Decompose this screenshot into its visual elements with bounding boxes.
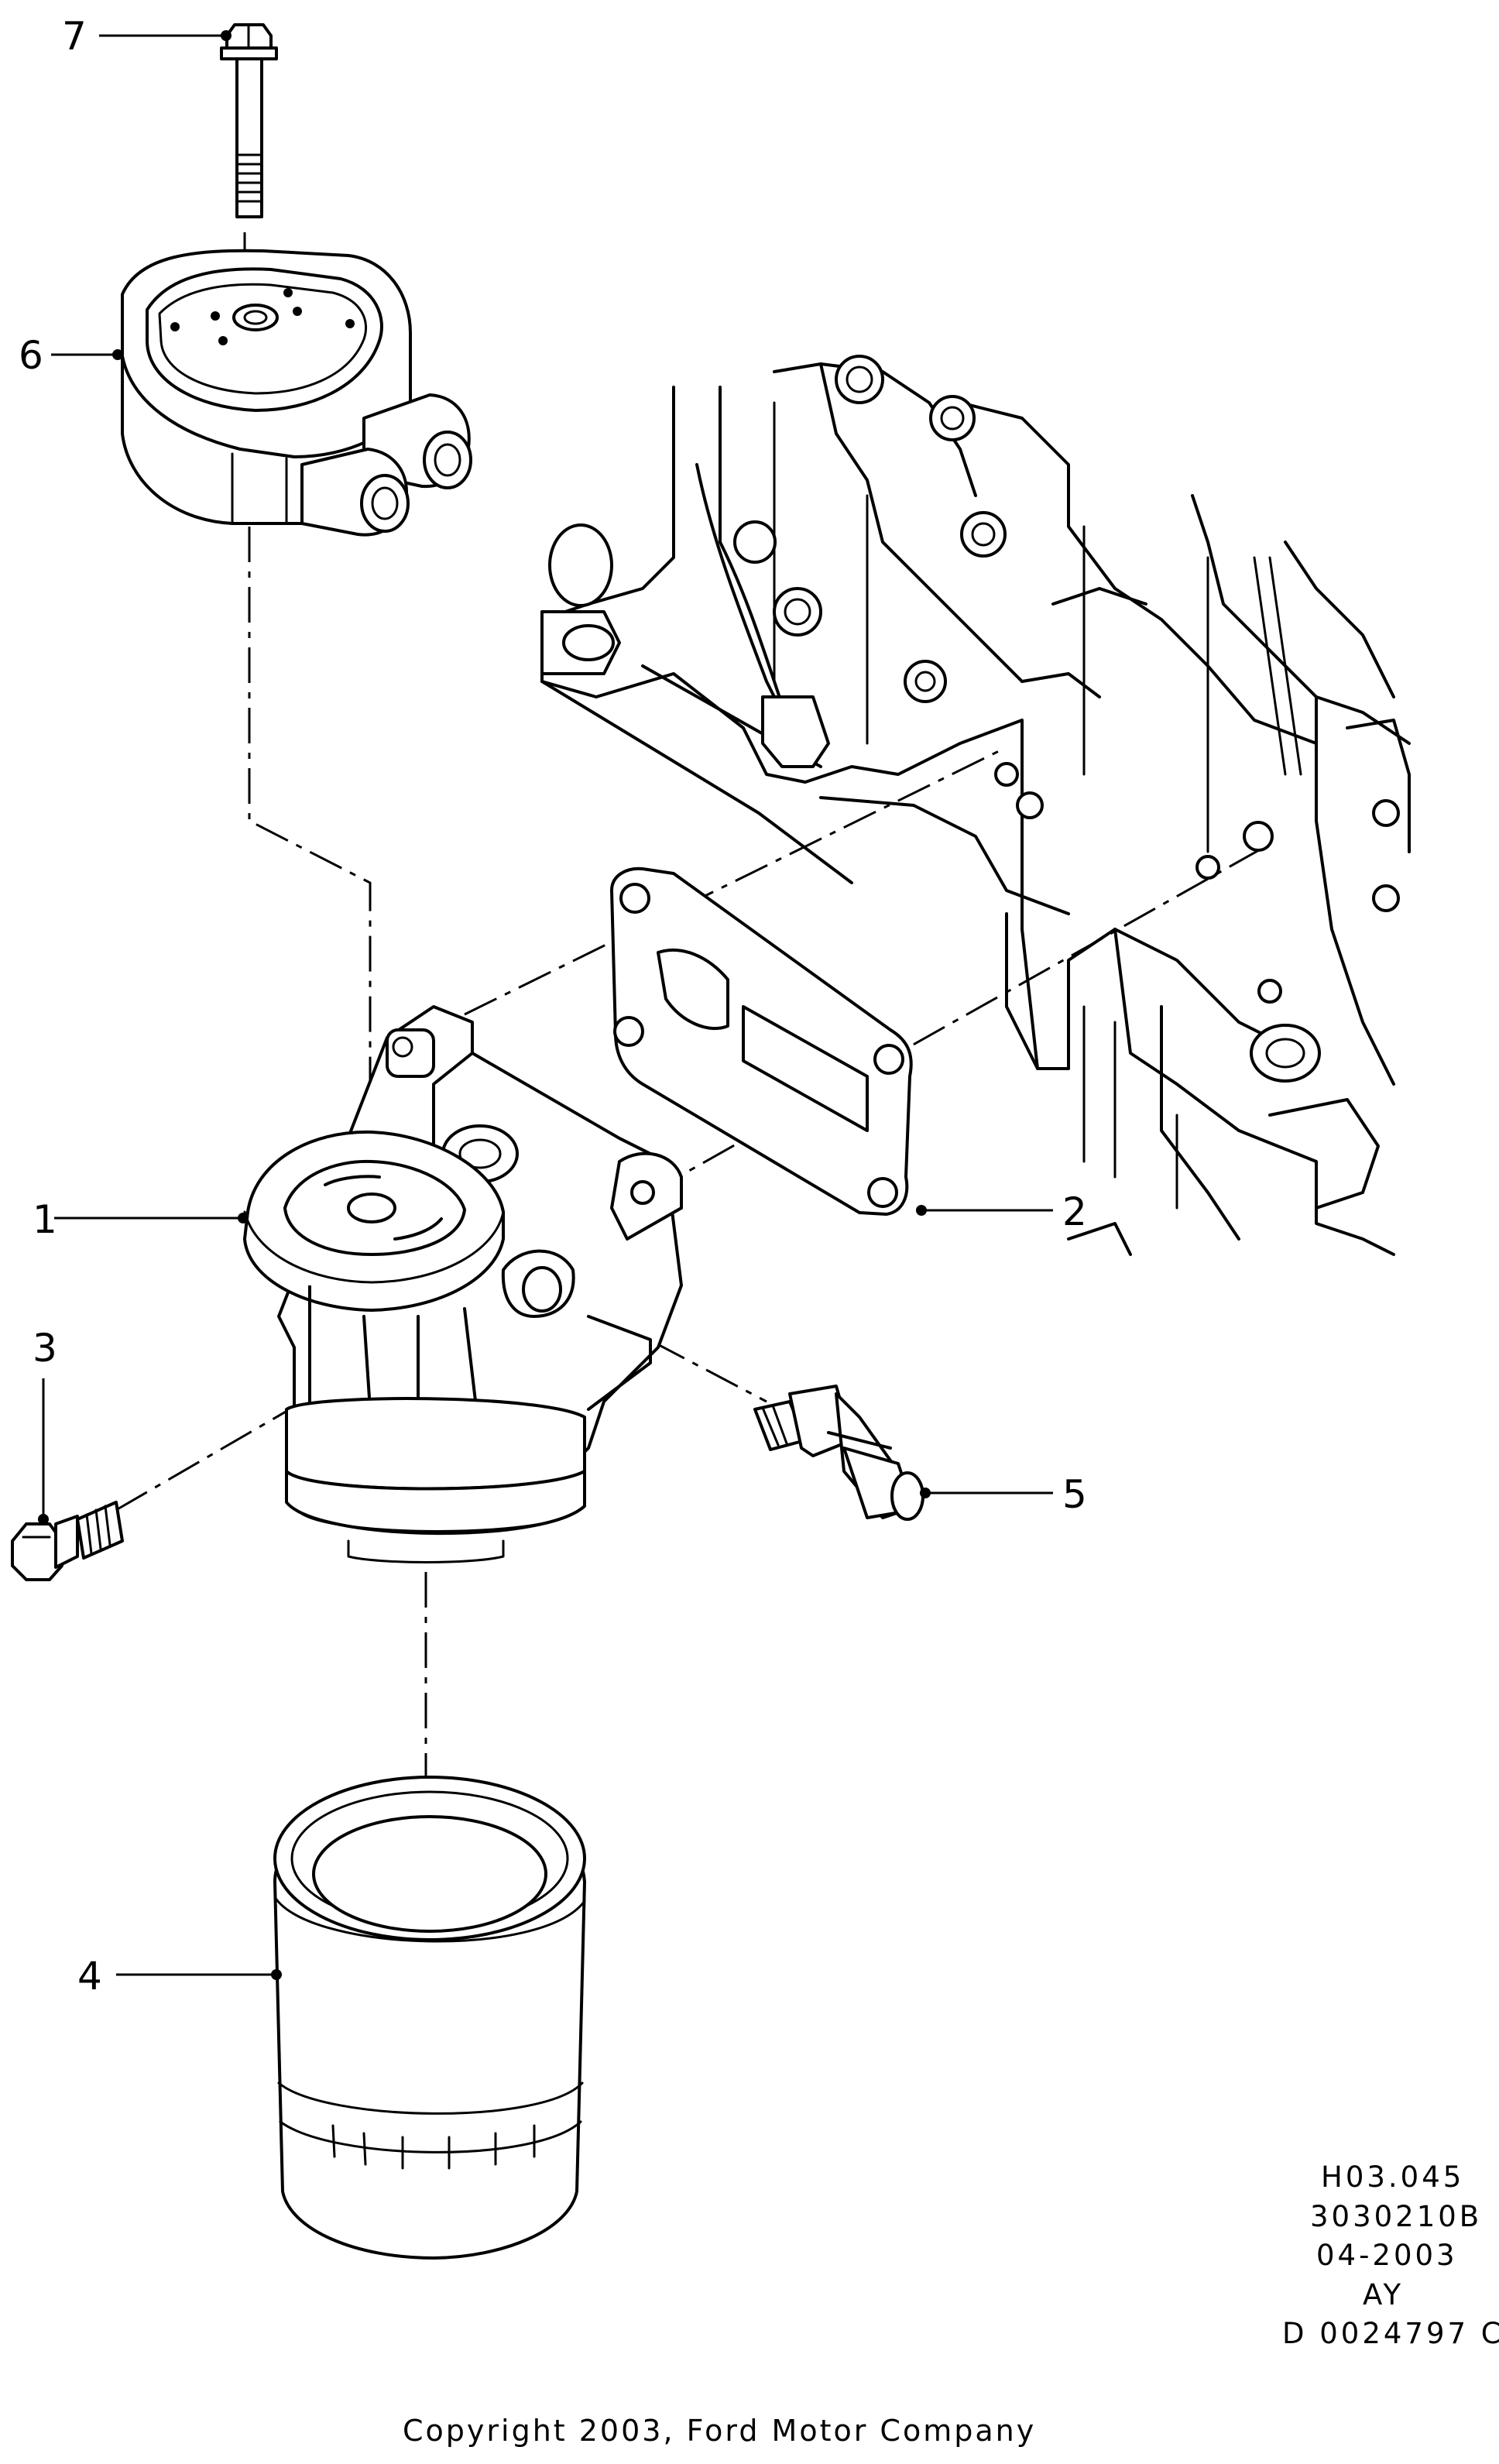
callout-3: 3 — [33, 1326, 57, 1371]
reference-code-line-1: H03.045 — [1321, 2160, 1464, 2194]
part-3-bolt — [11, 1501, 124, 1581]
part-7-bolt — [220, 23, 278, 218]
part-5-oil-pressure-switch — [753, 1385, 924, 1521]
callout-4: 4 — [77, 1954, 102, 1999]
callout-leaders — [38, 30, 1053, 1980]
part-2-gasket — [610, 867, 913, 1216]
reference-code-line-4: AY — [1363, 2278, 1404, 2311]
callout-1: 1 — [33, 1197, 57, 1242]
callout-2: 2 — [1062, 1189, 1087, 1234]
reference-code-line-2: 3030210B — [1310, 2200, 1482, 2233]
reference-code-block: H03.045 3030210B 04-2003 AY D 0024797 C — [1282, 2160, 1499, 2350]
callout-7: 7 — [62, 14, 87, 59]
part-1-filter-housing — [243, 1005, 683, 1563]
reference-code-line-3: 04-2003 — [1316, 2239, 1458, 2272]
reference-code-line-5: D 0024797 C — [1282, 2317, 1499, 2350]
engine-block — [540, 355, 1411, 1256]
part-6-oil-cooler — [121, 249, 472, 537]
callout-5: 5 — [1062, 1472, 1087, 1517]
callout-6: 6 — [19, 333, 43, 378]
copyright-notice: Copyright 2003, Ford Motor Company — [403, 2414, 1036, 2448]
part-4-oil-filter — [273, 1776, 586, 2260]
